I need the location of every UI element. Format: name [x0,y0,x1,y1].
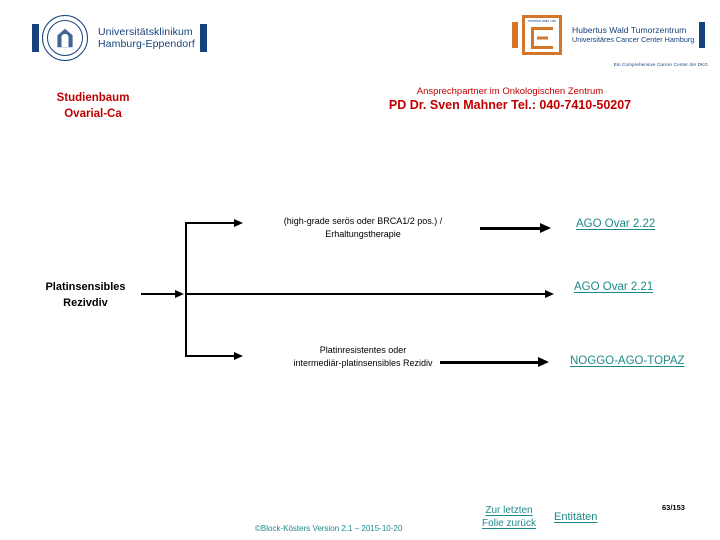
university-seal-icon [42,15,88,61]
arrowhead-branch-1-target [540,222,551,233]
page-title-line1: Studienbaum [56,92,130,104]
diagram-entry-line2: Rezivdiv [63,297,108,309]
hwt-logo-text: Hubertus Wald Tumorzentrum Universitäres… [572,25,694,46]
page-title-line2: Ovarial-Ca [64,107,122,120]
link-back-to-last-slide[interactable]: Zur letzten Folie zurück [473,504,545,530]
branch-3-text-line1: Platinresistentes oder [319,345,407,355]
connector-entry-horizontal [141,293,181,295]
hwt-logo: Hubertus Wald Tumorzentrum Hubertus Wald… [512,10,712,72]
branch-1-text-line2: Erhaltungstherapie [325,228,401,239]
hwt-logo-bar-right [699,22,706,48]
link-noggo-ago-topaz[interactable]: NOGGO-AGO-TOPAZ [570,355,685,367]
branch-1-text: (high-grade serös oder BRCA1/2 pos.) / E… [248,215,478,240]
arrowhead-branch-3 [234,351,243,360]
arrowhead-entry [175,289,184,298]
branch-3-text-line2: intermediär-platinsensibles Rezidiv [293,357,433,368]
link-ago-ovar-2-21[interactable]: AGO Ovar 2.21 [574,281,654,293]
link-entities[interactable]: Entitäten [554,511,598,523]
hwt-logo-subline: Ein Comprehensive Cancer Center der DKG [613,62,708,67]
hwt-logo-line1: Hubertus Wald Tumorzentrum [572,24,687,35]
diagram-entry-line1: Platinsensibles [45,281,126,293]
hwt-logo-bar-left [512,22,518,48]
contact-block: Ansprechpartner im Onkologischen Zentrum… [310,86,710,113]
connector-branch-3-horizontal [185,355,240,357]
hwt-mark-caption: Hubertus Wald Tumorzentrum [528,20,556,23]
hwt-logo-line2: Universitäres Cancer Center Hamburg [572,35,695,44]
uke-logo-bar-left [32,24,39,52]
page-title: Studienbaum Ovarial-Ca [18,91,168,122]
arrowhead-branch-2-target [545,289,554,298]
arrowhead-branch-3-target [538,356,549,367]
contact-intro: Ansprechpartner im Onkologischen Zentrum [416,86,604,97]
contact-person: PD Dr. Sven Mahner Tel.: 040-7410-50207 [388,98,632,112]
footer-copyright: ©Block-Kösters Version 2.1 – 2015-10-20 [255,524,403,533]
branch-3-text: Platinresistentes oder intermediär-plati… [238,344,488,369]
connector-branch-1-to-target [480,227,542,230]
branch-1-text-line1: (high-grade serös oder BRCA1/2 pos.) / [283,216,443,226]
uke-logo: Universitätsklinikum Hamburg-Eppendorf [32,12,207,64]
arrowhead-branch-1 [234,218,243,227]
uke-logo-line2: Hamburg-Eppendorf [98,38,195,50]
link-ago-ovar-2-22[interactable]: AGO Ovar 2.22 [576,218,656,230]
connector-branch-2-horizontal [185,293,551,295]
connector-branch-1-horizontal [185,222,240,224]
diagram-entry-label: Platinsensibles Rezivdiv [18,279,153,311]
hwt-square-e-icon: Hubertus Wald Tumorzentrum [522,15,562,55]
connector-trunk-vertical [185,222,187,356]
connector-branch-3-to-target [440,361,540,364]
uke-logo-line1: Universitätsklinikum [98,25,193,38]
uke-logo-bar-right [199,24,207,52]
uke-logo-text: Universitätsklinikum Hamburg-Eppendorf [98,26,195,51]
page-number: 63/153 [662,503,685,512]
link-back-line2: Folie zurück [482,518,536,529]
link-back-line1: Zur letzten [485,505,533,516]
